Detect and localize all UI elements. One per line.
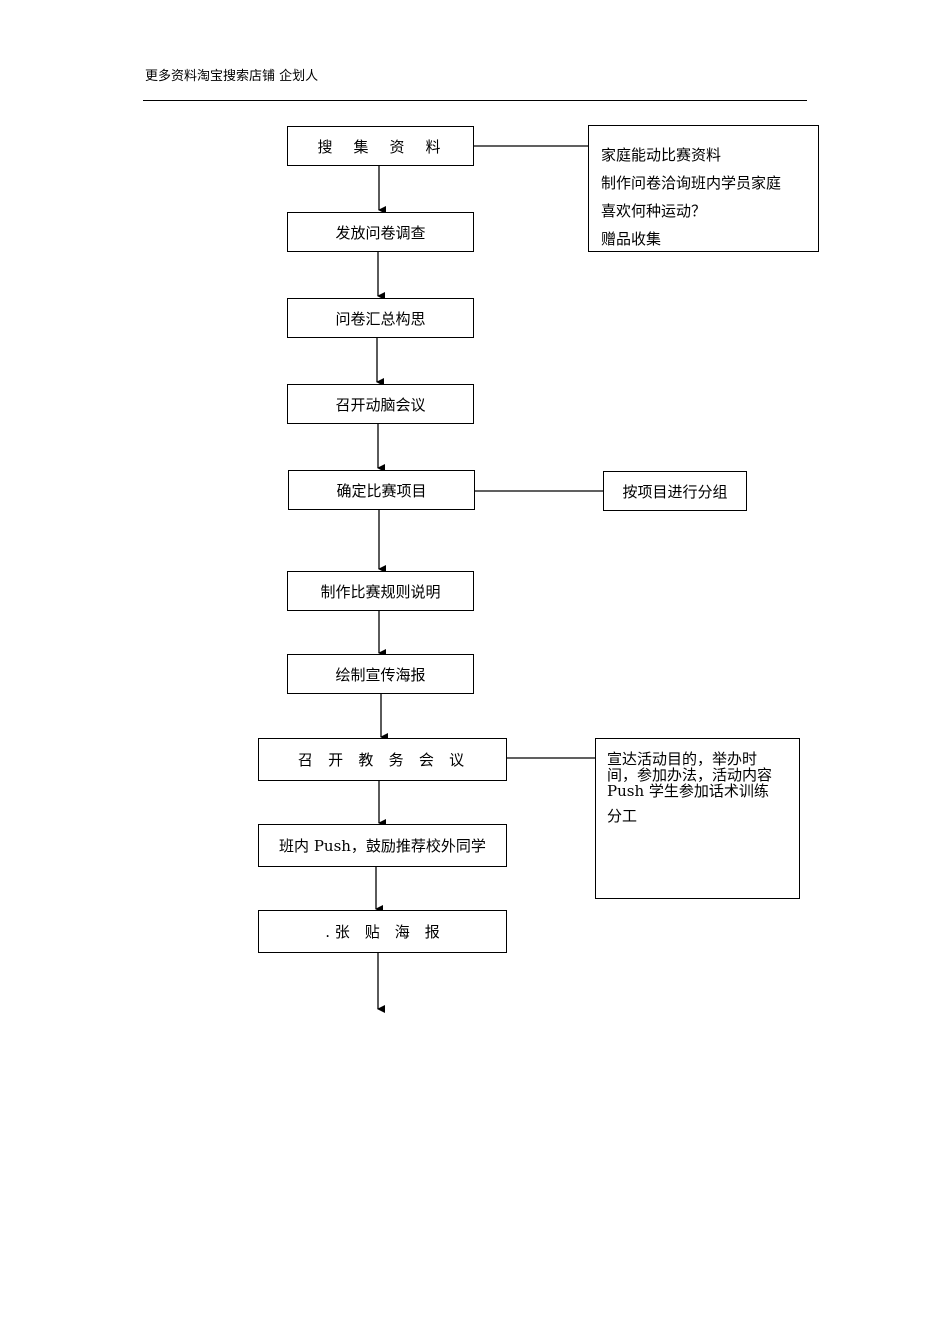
step-post-poster: . 张 贴 海 报 (258, 910, 507, 953)
note-meeting-line: 宣达活动目的，举办时 (607, 750, 758, 768)
note-grouping-line: 按项目进行分组 (622, 482, 728, 501)
step-confirm-events: 确定比赛项目 (288, 470, 475, 510)
step-distribute-survey: 发放问卷调查 (287, 212, 474, 252)
step-brainstorm-meeting: 召开动脑会议 (287, 384, 474, 424)
note-materials-line: 喜欢何种运动？ (601, 202, 707, 220)
note-materials-line: 赠品收集 (601, 230, 662, 248)
step-collect-materials: 搜 集 资 料 (287, 126, 474, 166)
step-rules-description: 制作比赛规则说明 (287, 571, 474, 611)
header-rule (143, 100, 807, 101)
note-materials: 家庭能动比赛资料 制作问卷洽询班内学员家庭 喜欢何种运动？ 赠品收集 (588, 125, 819, 252)
note-meeting-line: 分工 (607, 807, 638, 825)
note-meeting: 宣达活动目的，举办时 间，参加办法，活动内容 Push 学生参加话术训练 分工 (595, 738, 800, 899)
note-materials-line: 制作问卷洽询班内学员家庭 (601, 174, 782, 192)
step-summarize-survey: 问卷汇总构思 (287, 298, 474, 338)
step-academic-meeting: 召 开 教 务 会 议 (258, 738, 507, 781)
step-class-push: 班内 Push，鼓励推荐校外同学 (258, 824, 507, 867)
note-meeting-line: 间，参加办法，活动内容 (607, 766, 773, 784)
note-meeting-line: Push 学生参加话术训练 (607, 782, 769, 800)
page-header: 更多资料淘宝搜索店铺 企划人 (145, 69, 319, 84)
step-draw-poster: 绘制宣传海报 (287, 654, 474, 694)
note-grouping: 按项目进行分组 (603, 471, 747, 511)
note-materials-line: 家庭能动比赛资料 (601, 146, 722, 164)
